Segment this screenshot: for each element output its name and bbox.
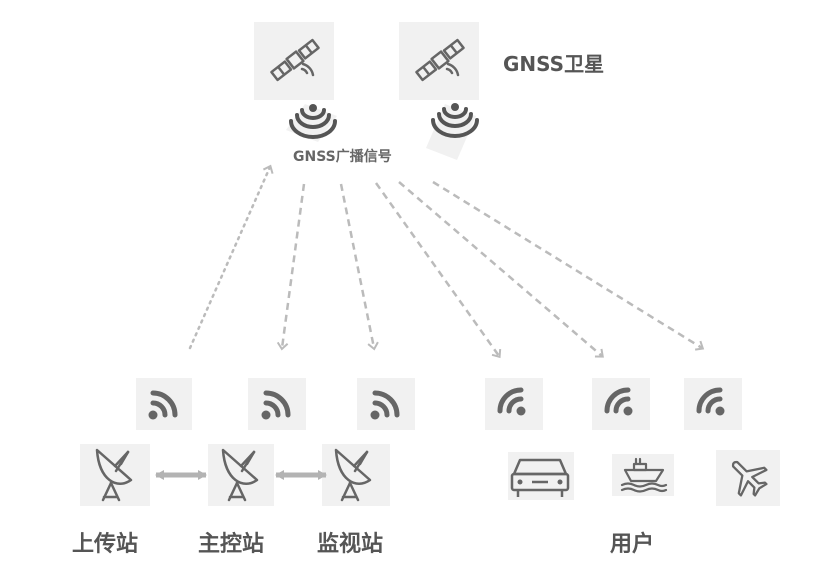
uplink-arrow — [188, 164, 274, 350]
user-signal-icon-2 — [592, 378, 650, 430]
satellite-2 — [399, 22, 479, 100]
downlink-arrow-monitor — [339, 183, 379, 351]
master-station-dish-icon — [208, 444, 274, 506]
airplane-icon — [716, 450, 780, 506]
user-label: 用户 — [610, 532, 655, 557]
title-gnss-satellite: GNSS卫星 — [503, 52, 605, 76]
car-icon — [508, 452, 574, 500]
downlink-arrow-plane — [432, 180, 705, 351]
master-station-label: 主控站 — [198, 532, 265, 557]
broadcast-signal-icon-2 — [426, 103, 479, 160]
broadcast-signal-label: GNSS广播信号 — [293, 149, 392, 165]
satellite-1 — [254, 22, 334, 100]
monitor-station-label: 监视站 — [317, 532, 384, 557]
downlink-arrow-ship — [398, 181, 604, 358]
station-signal-icon-1 — [136, 378, 192, 430]
downlink-arrow-master — [276, 183, 306, 351]
monitor-station-dish-icon — [322, 444, 390, 506]
user-signal-icon-1 — [485, 378, 543, 430]
upload-station-dish-icon — [80, 444, 150, 506]
ship-icon — [612, 454, 674, 496]
broadcast-signal-icon-1 — [286, 104, 337, 142]
user-signal-icon-3 — [684, 378, 742, 430]
station-signal-icon-3 — [357, 378, 415, 430]
downlink-arrow-car — [374, 182, 502, 359]
upload-station-label: 上传站 — [72, 532, 139, 557]
station-signal-icon-2 — [248, 378, 306, 430]
